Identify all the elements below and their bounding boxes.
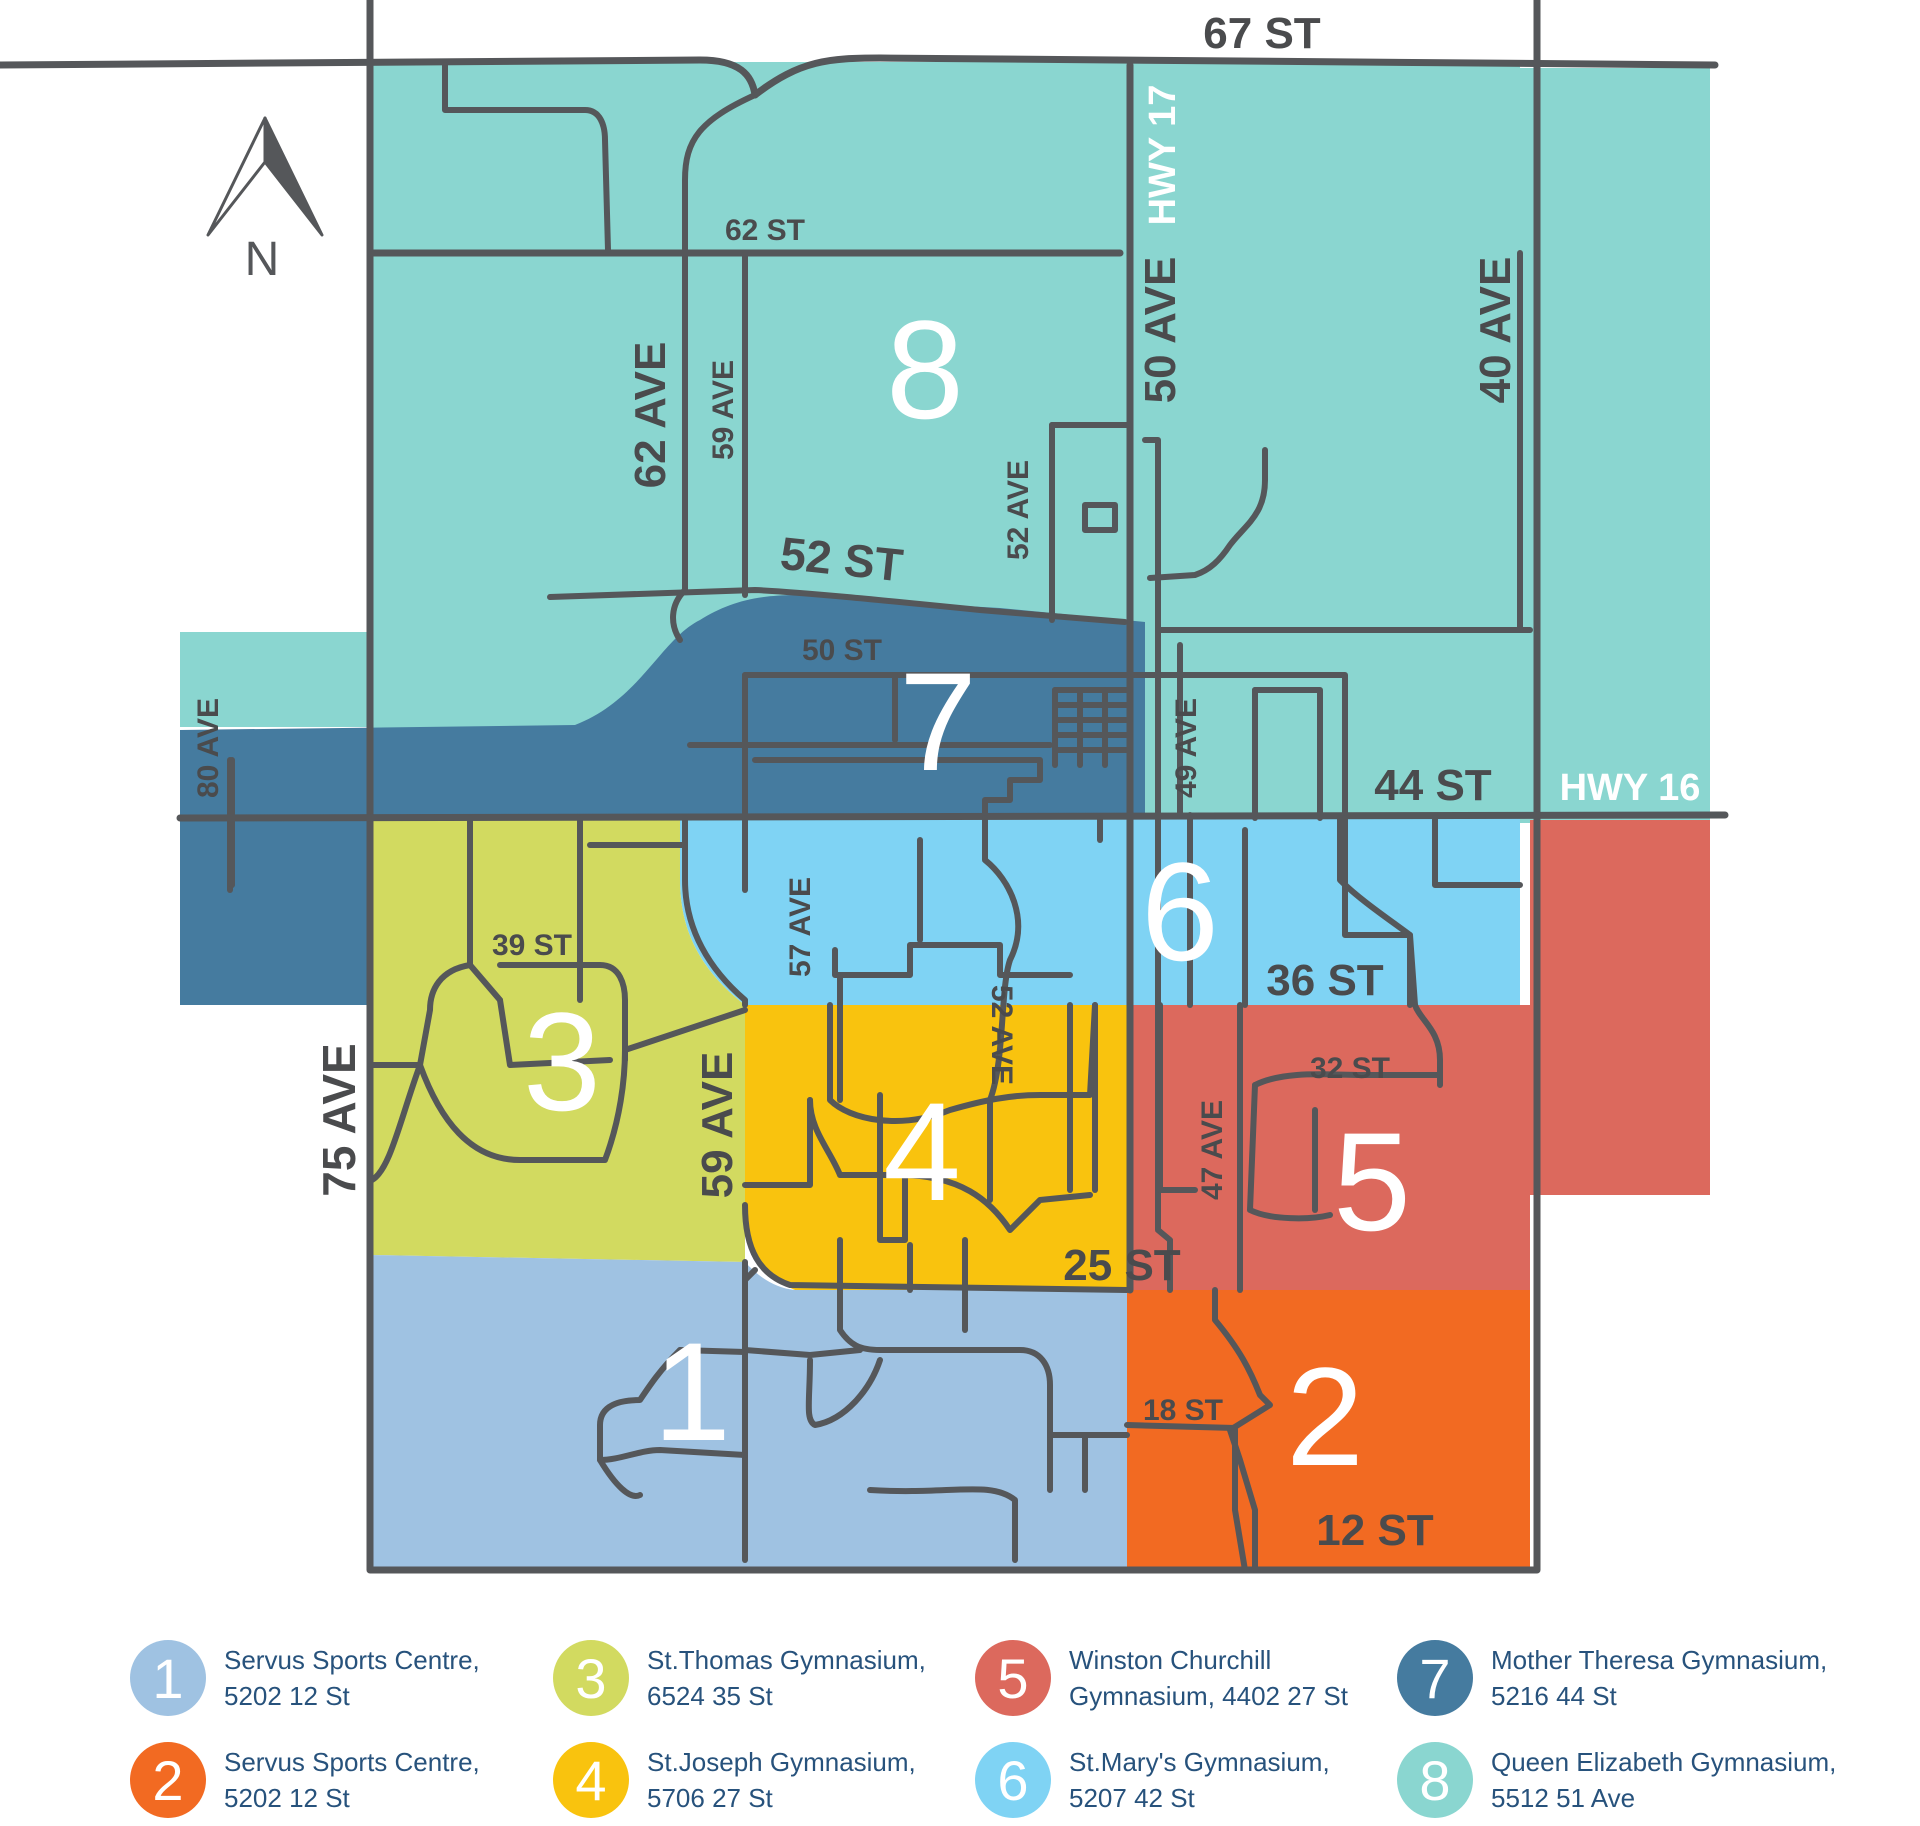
street-label-80-ave: 80 AVE [192,698,225,798]
legend-line-2b: 5202 12 St [224,1783,350,1813]
legend-line-7b: 5216 44 St [1491,1681,1617,1711]
legend-line-4b: 5706 27 St [647,1783,773,1813]
street-label-40-ave: 40 AVE [1471,257,1520,404]
legend-item-4: 4 St.Joseph Gymnasium, 5706 27 St [553,1742,916,1818]
legend-line-3b: 6524 35 St [647,1681,773,1711]
legend-marker-1: 1 [130,1640,206,1716]
zone-4-number: 4 [883,1073,961,1230]
street-label-52-ave-north: 52 AVE [1002,460,1035,560]
street-label-32-st: 32 ST [1310,1052,1390,1085]
legend-line-6b: 5207 42 St [1069,1783,1195,1813]
street-label-18-st: 18 ST [1143,1394,1223,1427]
legend-item-1: 1 Servus Sports Centre, 5202 12 St [130,1640,480,1716]
legend-marker-7: 7 [1397,1640,1473,1716]
zone-5-area [1127,820,1710,1290]
legend-line-5a: Winston Churchill [1069,1645,1272,1675]
legend-marker-5: 5 [975,1640,1051,1716]
street-label-50-st: 50 ST [802,634,882,667]
north-label: N [245,233,280,286]
street-label-67-st: 67 ST [1203,9,1321,58]
street-label-59-ave-south: 59 AVE [693,1052,742,1199]
street-label-36-st: 36 ST [1266,956,1384,1005]
zone-8-number: 8 [886,291,964,448]
legend-marker-8: 8 [1397,1742,1473,1818]
street-label-25-st: 25 ST [1063,1241,1181,1290]
legend-item-5: 5 Winston Churchill Gymnasium, 4402 27 S… [975,1640,1348,1716]
legend-line-5b: Gymnasium, 4402 27 St [1069,1681,1348,1711]
north-arrow-icon [206,116,324,237]
zone-3-area [372,818,745,1262]
zone-6-number: 6 [1141,833,1219,990]
legend: 1 Servus Sports Centre, 5202 12 St 2 Ser… [0,1600,1920,1826]
zone-map: N 8 7 6 3 4 5 1 2 67 ST HWY 17 62 ST 50 … [0,0,1729,1574]
legend-line-7a: Mother Theresa Gymnasium, [1491,1645,1828,1675]
street-label-52-st: 52 ST [778,527,905,592]
legend-line-8a: Queen Elizabeth Gymnasium, [1491,1747,1837,1777]
zone-2-number: 2 [1286,1338,1364,1495]
legend-line-1b: 5202 12 St [224,1681,350,1711]
street-label-52-ave-south: 52 AVE [985,985,1018,1085]
street-label-50-ave: 50 AVE [1136,257,1185,404]
legend-line-3a: St.Thomas Gymnasium, [647,1645,926,1675]
street-label-44-st: 44 ST [1374,761,1492,810]
legend-marker-6: 6 [975,1742,1051,1818]
legend-marker-4: 4 [553,1742,629,1818]
legend-item-3: 3 St.Thomas Gymnasium, 6524 35 St [553,1640,926,1716]
legend-item-2: 2 Servus Sports Centre, 5202 12 St [130,1742,480,1818]
legend-item-8: 8 Queen Elizabeth Gymnasium, 5512 51 Ave [1397,1742,1836,1818]
legend-item-7: 7 Mother Theresa Gymnasium, 5216 44 St [1397,1640,1827,1716]
street-label-62-ave: 62 AVE [626,342,675,489]
street-label-49-ave: 49 AVE [1170,698,1203,798]
street-label-59-ave-north: 59 AVE [707,360,740,460]
zone-7-number: 7 [899,643,977,800]
zone-1-number: 1 [653,1313,731,1470]
legend-line-8b: 5512 51 Ave [1491,1783,1636,1813]
legend-item-6: 6 St.Mary's Gymnasium, 5207 42 St [975,1742,1330,1818]
street-label-12-st: 12 ST [1316,1506,1434,1555]
street-label-hwy-16: HWY 16 [1560,767,1701,809]
legend-line-1a: Servus Sports Centre, [224,1645,480,1675]
street-label-hwy-17: HWY 17 [1142,85,1184,226]
legend-marker-3: 3 [553,1640,629,1716]
street-label-75-ave: 75 AVE [313,1043,365,1196]
road-network [0,0,1729,1574]
street-label-62-st: 62 ST [725,214,805,247]
street-label-57-ave: 57 AVE [784,877,817,977]
legend-line-2a: Servus Sports Centre, [224,1747,480,1777]
street-label-39-st: 39 ST [492,929,572,962]
legend-marker-2: 2 [130,1742,206,1818]
zone-6-area [680,818,1520,1005]
legend-line-6a: St.Mary's Gymnasium, [1069,1747,1330,1777]
zone-3-number: 3 [523,983,601,1140]
zone-5-number: 5 [1333,1103,1411,1260]
street-label-47-ave: 47 AVE [1196,1100,1229,1200]
zone-2-area [1127,1290,1530,1570]
legend-line-4a: St.Joseph Gymnasium, [647,1747,916,1777]
